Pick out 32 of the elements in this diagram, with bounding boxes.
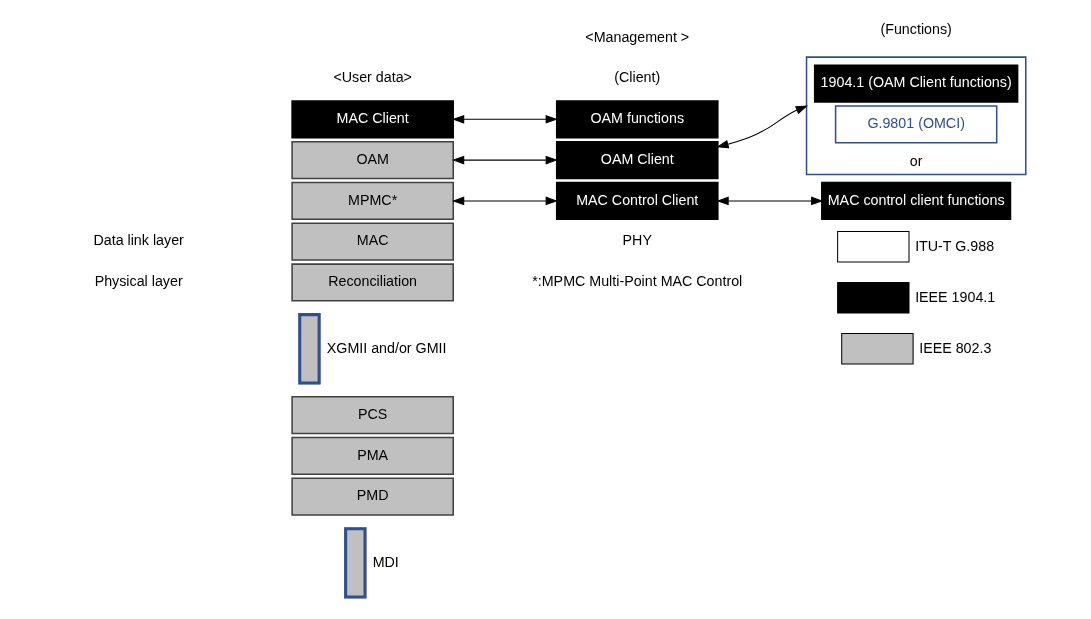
label: <Management > xyxy=(584,28,689,45)
node-box: OAM Client xyxy=(555,141,719,180)
node-label: MDI xyxy=(372,553,399,570)
node-box: MAC xyxy=(290,222,454,261)
arrow xyxy=(451,155,558,165)
node-box: G.9801 (OMCI) xyxy=(834,105,997,144)
node-box: MAC Client xyxy=(290,100,454,139)
label: (Client) xyxy=(613,69,660,86)
label: Physical layer xyxy=(94,273,183,290)
node-box: Reconciliation xyxy=(290,263,454,302)
node-box: PMD xyxy=(290,477,454,516)
node-box: PMA xyxy=(290,436,454,475)
node-box: PCS xyxy=(290,395,454,435)
node-box: OAM functions xyxy=(555,100,719,139)
label: (Functions) xyxy=(879,21,952,38)
label: *:MPMC Multi-Point MAC Control xyxy=(531,273,742,290)
node-box: MAC control client functions xyxy=(820,181,1011,221)
legend-label: IEEE 802.3 xyxy=(918,339,991,356)
label: <User data> xyxy=(332,69,412,86)
arrow xyxy=(451,115,558,124)
legend-label: IEEE 1904.1 xyxy=(914,288,995,305)
label: PHY xyxy=(622,232,652,249)
arrow xyxy=(715,105,808,149)
arrow xyxy=(451,196,558,206)
node-box: OAM xyxy=(290,141,454,180)
node-box: 1904.1 (OAM Client functions) xyxy=(813,64,1018,103)
arrow xyxy=(715,196,823,206)
label: Data link layer xyxy=(92,232,184,249)
legend-label: ITU-T G.988 xyxy=(914,237,994,254)
node-label: XGMII and/or GMII xyxy=(326,339,446,356)
node-box: MPMC* xyxy=(290,181,454,221)
node-box: MAC Control Client xyxy=(555,181,719,221)
